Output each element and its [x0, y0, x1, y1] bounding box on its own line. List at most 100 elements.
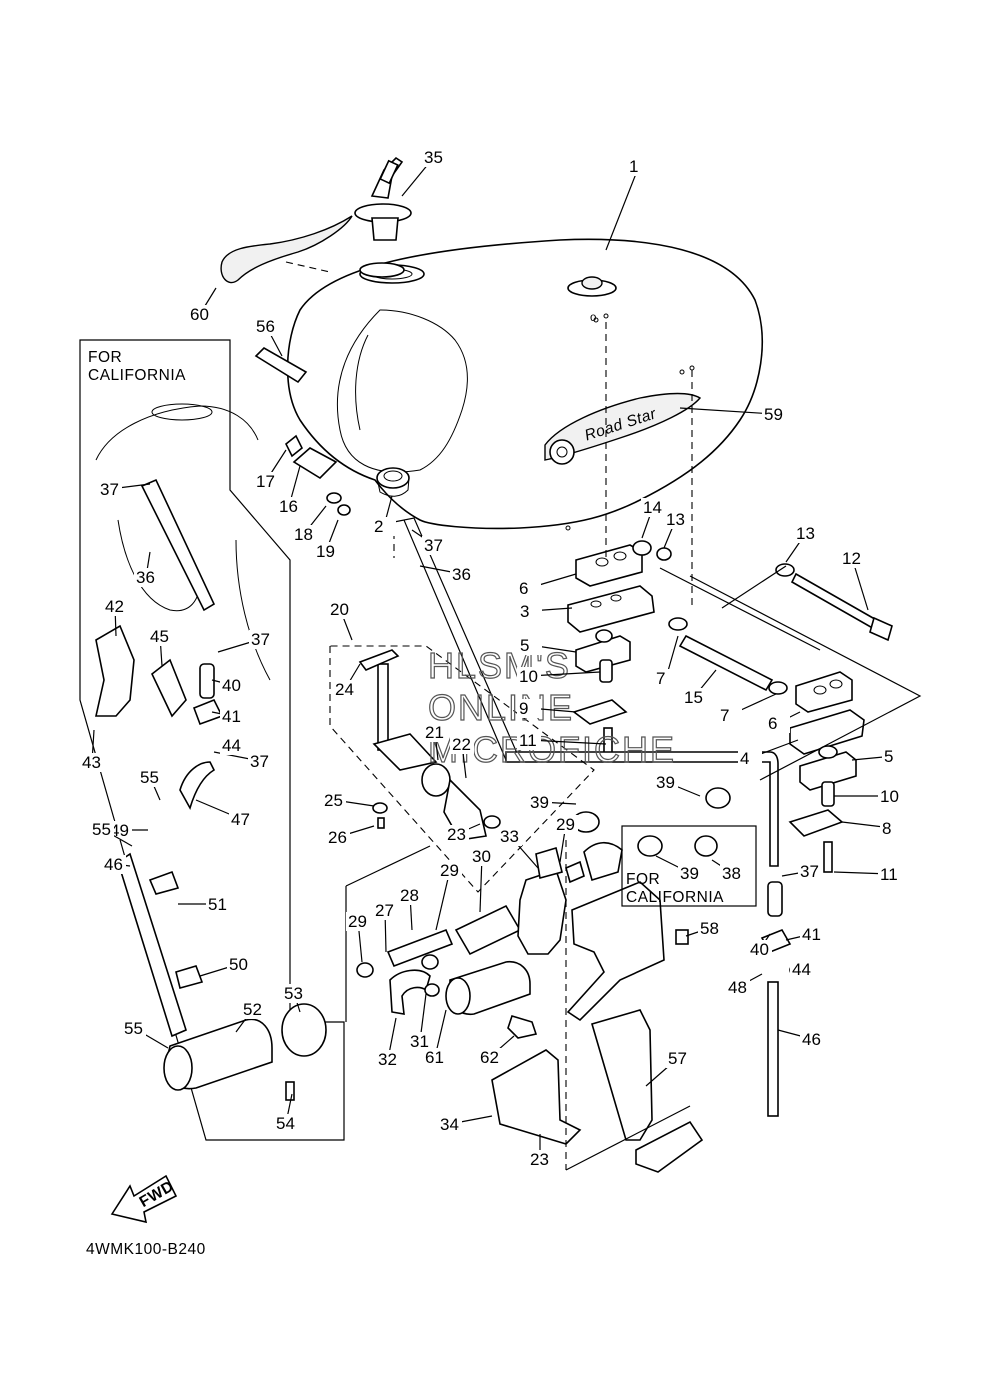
- callout-number: 14: [643, 498, 662, 517]
- callout-label-bg: [134, 568, 158, 587]
- california-inset-right: [621, 825, 757, 907]
- callout-label-bg: [528, 1150, 552, 1169]
- callout-number: 6: [768, 714, 777, 733]
- callout-label-bg: [438, 861, 462, 880]
- callout-label-bg: [138, 768, 162, 787]
- svg-text:ᵒ: ᵒ: [590, 310, 596, 329]
- callout-label-bg: [248, 752, 272, 771]
- callout-number: 3: [520, 602, 529, 621]
- callout-label-bg: [528, 793, 552, 812]
- callout-label-bg: [103, 597, 127, 616]
- callout-number: 26: [328, 828, 347, 847]
- callout-label-bg: [98, 480, 122, 499]
- callout-label-bg: [241, 1000, 265, 1019]
- callout-label-bg: [682, 688, 706, 707]
- clip-parts: [284, 434, 351, 516]
- charcoal-canister: [95, 624, 327, 1101]
- california-tank-outline: [95, 403, 271, 681]
- callout-number: 4: [740, 749, 749, 768]
- callout-label-bg: [422, 536, 446, 555]
- callout-label-bg: [880, 819, 904, 838]
- callout-label-bg: [445, 825, 469, 844]
- callout-number: 39: [656, 773, 675, 792]
- callout-number: 55: [140, 768, 159, 787]
- callout-label-bg: [346, 912, 370, 931]
- callout-number: 6: [519, 579, 528, 598]
- callout-number: 50: [229, 955, 248, 974]
- callout-label-bg: [470, 847, 494, 866]
- callout-number: 29: [556, 815, 575, 834]
- callout-label-bg: [664, 510, 688, 529]
- callout-label-bg: [333, 680, 357, 699]
- callout-number: 17: [256, 472, 275, 491]
- callout-label-bg: [188, 305, 212, 324]
- callout-number: 13: [666, 510, 685, 529]
- callout-leader-line: [605, 165, 640, 251]
- callout-label-bg: [678, 864, 702, 883]
- callout-number: 1: [629, 157, 638, 176]
- callout-label-bg: [840, 549, 864, 568]
- callout-label-bg: [229, 810, 253, 829]
- callout-number: 25: [324, 791, 343, 810]
- callout-label-bg: [882, 747, 906, 766]
- callout-number: 39: [530, 793, 549, 812]
- callout-number: 31: [410, 1032, 429, 1051]
- callout-number: 37: [100, 480, 119, 499]
- callout-number: 23: [447, 825, 466, 844]
- callout-label-bg: [249, 630, 273, 649]
- callout-number: 7: [720, 706, 729, 725]
- callout-label-bg: [698, 919, 722, 938]
- callout-label-bg: [322, 791, 346, 810]
- callout-label-bg: [517, 731, 541, 750]
- callout-number: 9: [519, 699, 528, 718]
- diagram-code: 4WMK100-B240: [86, 1241, 206, 1258]
- callout-label-bg: [654, 773, 678, 792]
- callout-label-bg: [372, 517, 396, 536]
- callout-label-bg: [718, 706, 742, 725]
- callout-number: 46: [104, 855, 123, 874]
- callout-number: 41: [222, 707, 241, 726]
- callout-label-bg: [376, 1050, 400, 1069]
- callout-number: 33: [500, 827, 519, 846]
- callout-number: 51: [208, 895, 227, 914]
- callout-leader-line: [528, 739, 607, 745]
- callout-label-bg: [227, 955, 251, 974]
- fuel-pump: [445, 841, 623, 1039]
- callout-number: 36: [452, 565, 471, 584]
- callout-label-bg: [517, 667, 541, 686]
- callout-label-bg: [450, 735, 474, 754]
- callout-label-bg: [878, 865, 902, 884]
- callout-number: 5: [520, 636, 529, 655]
- callout-label-bg: [766, 714, 790, 733]
- callout-label-bg: [220, 707, 244, 726]
- callout-leader-line: [679, 407, 775, 415]
- callout-number: 28: [400, 886, 419, 905]
- callout-number: 22: [452, 735, 471, 754]
- callout-number: 21: [425, 723, 444, 742]
- callout-number: 60: [190, 305, 209, 324]
- callout-number: 36: [136, 568, 155, 587]
- callout-label-bg: [478, 1048, 502, 1067]
- fwd-arrow: FWD: [110, 1174, 178, 1224]
- callout-label-bg: [438, 1115, 462, 1134]
- callout-label-bg: [517, 579, 541, 598]
- callout-number: 44: [222, 736, 241, 755]
- callout-number: 5: [884, 747, 893, 766]
- callout-label-bg: [326, 828, 350, 847]
- callout-number: 57: [668, 1049, 687, 1068]
- callout-label-bg: [720, 864, 744, 883]
- callout-label-bg: [282, 984, 306, 1003]
- callout-label-bg: [798, 862, 822, 881]
- watermark-line-1: HLSM'S: [428, 645, 571, 686]
- callout-label-bg: [292, 525, 316, 544]
- callout-label-bg: [373, 901, 397, 920]
- callout-number: 37: [800, 862, 819, 881]
- callout-number: 44: [792, 960, 811, 979]
- callout-label-bg: [408, 1032, 432, 1051]
- fuel-filter: [356, 904, 522, 1015]
- callout-number: 10: [519, 667, 538, 686]
- callout-label-bg: [274, 1114, 298, 1133]
- callout-label-bg: [122, 1019, 146, 1038]
- callout-number: 29: [440, 861, 459, 880]
